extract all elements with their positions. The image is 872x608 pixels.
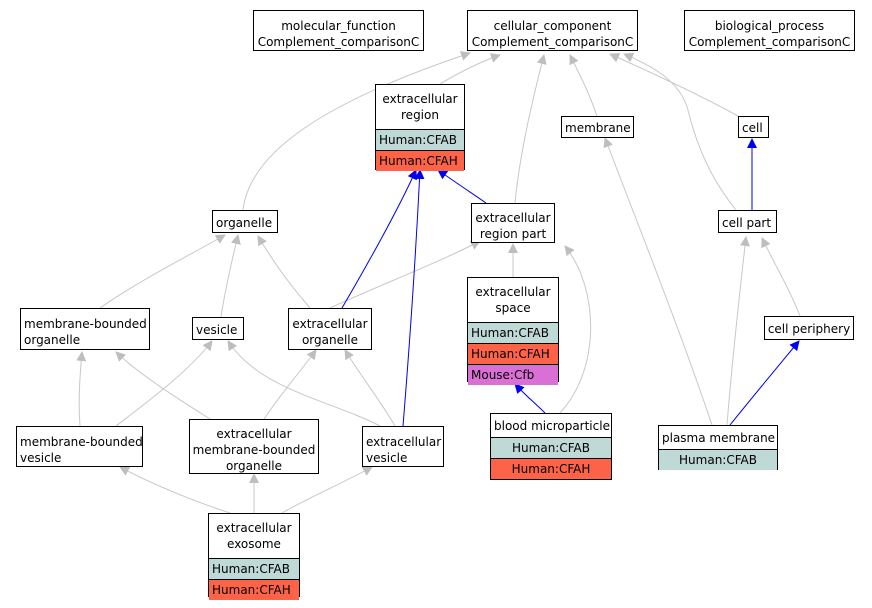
node-label-line: blood microparticle bbox=[494, 418, 610, 433]
node-label-line: biological_process bbox=[714, 18, 825, 33]
edge-extracellular-membrane-bounded-organelle-to-extracellular-organelle bbox=[263, 349, 317, 420]
node-extracellular-space[interactable]: extracellular space Human:CFAB Human:CFA… bbox=[467, 277, 559, 385]
node-extracellular-vesicle[interactable]: extracellular vesicle bbox=[362, 426, 444, 467]
node-extracellular-membrane-bounded-organelle[interactable]: extracellular membrane-bounded organelle bbox=[189, 419, 319, 474]
node-label-line: cell part bbox=[722, 215, 772, 230]
node-label-line: extracellular bbox=[216, 521, 292, 535]
node-label-line: molecular_function bbox=[281, 18, 396, 33]
node-membrane-bounded-vesicle[interactable]: membrane-bounded vesicle bbox=[16, 426, 143, 467]
node-extracellular-exosome[interactable]: extracellular exosome Human:CFAB Human:C… bbox=[208, 513, 300, 600]
edge-membrane-to-cellular-component bbox=[569, 54, 598, 117]
edge-extracellular-region-part-to-cellular-component bbox=[514, 54, 547, 204]
gene-human-cfab: Human:CFAB bbox=[468, 322, 558, 343]
node-label-line: region bbox=[401, 108, 439, 122]
node-label-line: Complement_comparisonC bbox=[471, 34, 634, 49]
edge-cell-periphery-to-cell-part bbox=[761, 237, 801, 317]
gene-mouse-cfb: Mouse:Cfb bbox=[468, 364, 558, 385]
node-label-line: vesicle bbox=[366, 450, 408, 465]
gene-human-cfah: Human:CFAH bbox=[468, 343, 558, 364]
edge-extracellular-exosome-to-membrane-bounded-vesicle bbox=[119, 466, 231, 514]
edge-membrane-bounded-vesicle-to-membrane-bounded-organelle bbox=[76, 351, 87, 427]
edge-plasma-membrane-to-membrane bbox=[603, 137, 713, 426]
edge-extracellular-region-part-to-extracellular-region bbox=[437, 169, 487, 204]
edge-extracellular-region-to-cellular-component bbox=[439, 53, 501, 85]
edge-blood-microparticle-to-extracellular-space bbox=[514, 383, 546, 414]
node-label-line: Complement_comparisonC bbox=[257, 34, 420, 49]
node-cell-part[interactable]: cell part bbox=[718, 210, 777, 233]
edge-organelle-to-cellular-component bbox=[242, 51, 471, 211]
node-label-line: extracellular bbox=[366, 434, 442, 449]
edge-extracellular-exosome-to-extracellular-vesicle bbox=[281, 466, 373, 514]
gene-human-cfab: Human:CFAB bbox=[491, 437, 611, 458]
node-label-line: space bbox=[495, 301, 531, 315]
edge-extracellular-organelle-to-extracellular-region-part bbox=[329, 240, 481, 309]
edge-membrane-bounded-vesicle-to-vesicle bbox=[115, 340, 213, 427]
gene-human-cfab: Human:CFAB bbox=[376, 129, 464, 150]
node-label-line: extracellular bbox=[475, 211, 551, 225]
node-label-line: membrane bbox=[565, 121, 631, 135]
node-label-line: vesicle bbox=[20, 450, 62, 465]
edge-extracellular-vesicle-to-extracellular-region bbox=[402, 169, 425, 427]
node-extracellular-organelle[interactable]: extracellular organelle bbox=[288, 308, 372, 350]
edge-vesicle-to-organelle bbox=[220, 234, 241, 318]
edge-extracellular-membrane-bounded-organelle-to-membrane-bounded-organelle bbox=[115, 351, 211, 420]
gene-human-cfah: Human:CFAH bbox=[491, 458, 611, 479]
gene-human-cfah: Human:CFAH bbox=[376, 150, 464, 171]
node-label-line: vesicle bbox=[196, 322, 238, 337]
node-label-line: cellular_component bbox=[493, 18, 612, 33]
node-label-line: organelle bbox=[216, 215, 273, 230]
node-label-line: Complement_comparisonC bbox=[688, 34, 851, 49]
node-membrane-bounded-organelle[interactable]: membrane-bounded organelle bbox=[20, 308, 150, 350]
node-label-line: organelle bbox=[225, 458, 283, 473]
edge-cell-part-to-cellular-component bbox=[623, 52, 737, 211]
node-blood-microparticle[interactable]: blood microparticle Human:CFAB Human:CFA… bbox=[490, 413, 612, 480]
is-a-edges bbox=[76, 51, 801, 514]
node-label-line: extracellular bbox=[382, 92, 458, 106]
node-label-line: membrane-bounded bbox=[24, 317, 147, 331]
node-label-line: region part bbox=[479, 227, 547, 241]
edge-plasma-membrane-to-cell-periphery bbox=[729, 340, 800, 426]
edge-membrane-bounded-organelle-to-organelle bbox=[99, 234, 226, 309]
gene-human-cfah: Human:CFAH bbox=[209, 579, 299, 600]
edge-extracellular-vesicle-to-vesicle bbox=[227, 340, 381, 427]
node-label-line: extracellular bbox=[475, 285, 551, 299]
node-cellular-component[interactable]: cellular_component Complement_comparison… bbox=[467, 10, 638, 51]
node-plasma-membrane[interactable]: plasma membrane Human:CFAB bbox=[658, 425, 778, 470]
node-cell-periphery[interactable]: cell periphery bbox=[764, 316, 854, 340]
node-molecular-function[interactable]: molecular_function Complement_comparison… bbox=[253, 10, 424, 51]
node-vesicle[interactable]: vesicle bbox=[192, 317, 244, 340]
edge-extracellular-organelle-to-extracellular-region bbox=[341, 169, 417, 309]
node-cell[interactable]: cell bbox=[738, 116, 769, 138]
edge-extracellular-organelle-to-organelle bbox=[257, 235, 311, 309]
node-label-line: cell bbox=[742, 121, 763, 135]
edge-plasma-membrane-to-cell-part bbox=[726, 236, 750, 426]
node-extracellular-region[interactable]: extracellular region Human:CFAB Human:CF… bbox=[375, 84, 465, 171]
node-label-line: organelle bbox=[24, 333, 81, 347]
edge-blood-microparticle-to-extracellular-region-part bbox=[559, 245, 592, 414]
part-of-edges bbox=[341, 138, 800, 427]
node-organelle[interactable]: organelle bbox=[212, 210, 278, 233]
node-label-line: plasma membrane bbox=[662, 430, 776, 445]
node-label-line: extracellular bbox=[216, 426, 292, 441]
gene-human-cfab: Human:CFAB bbox=[209, 558, 299, 579]
node-membrane[interactable]: membrane bbox=[561, 116, 634, 138]
node-label-line: extracellular bbox=[292, 317, 368, 331]
node-biological-process[interactable]: biological_process Complement_comparison… bbox=[684, 10, 855, 51]
gene-human-cfab: Human:CFAB bbox=[659, 449, 777, 470]
node-label-line: membrane-bounded bbox=[192, 442, 316, 457]
node-label-line: exosome bbox=[227, 537, 281, 551]
node-label-line: organelle bbox=[301, 333, 359, 347]
node-label-line: membrane-bounded bbox=[20, 434, 143, 449]
node-label-line: cell periphery bbox=[767, 322, 851, 336]
edge-extracellular-vesicle-to-extracellular-organelle bbox=[344, 349, 396, 427]
node-extracellular-region-part[interactable]: extracellular region part bbox=[471, 203, 555, 243]
